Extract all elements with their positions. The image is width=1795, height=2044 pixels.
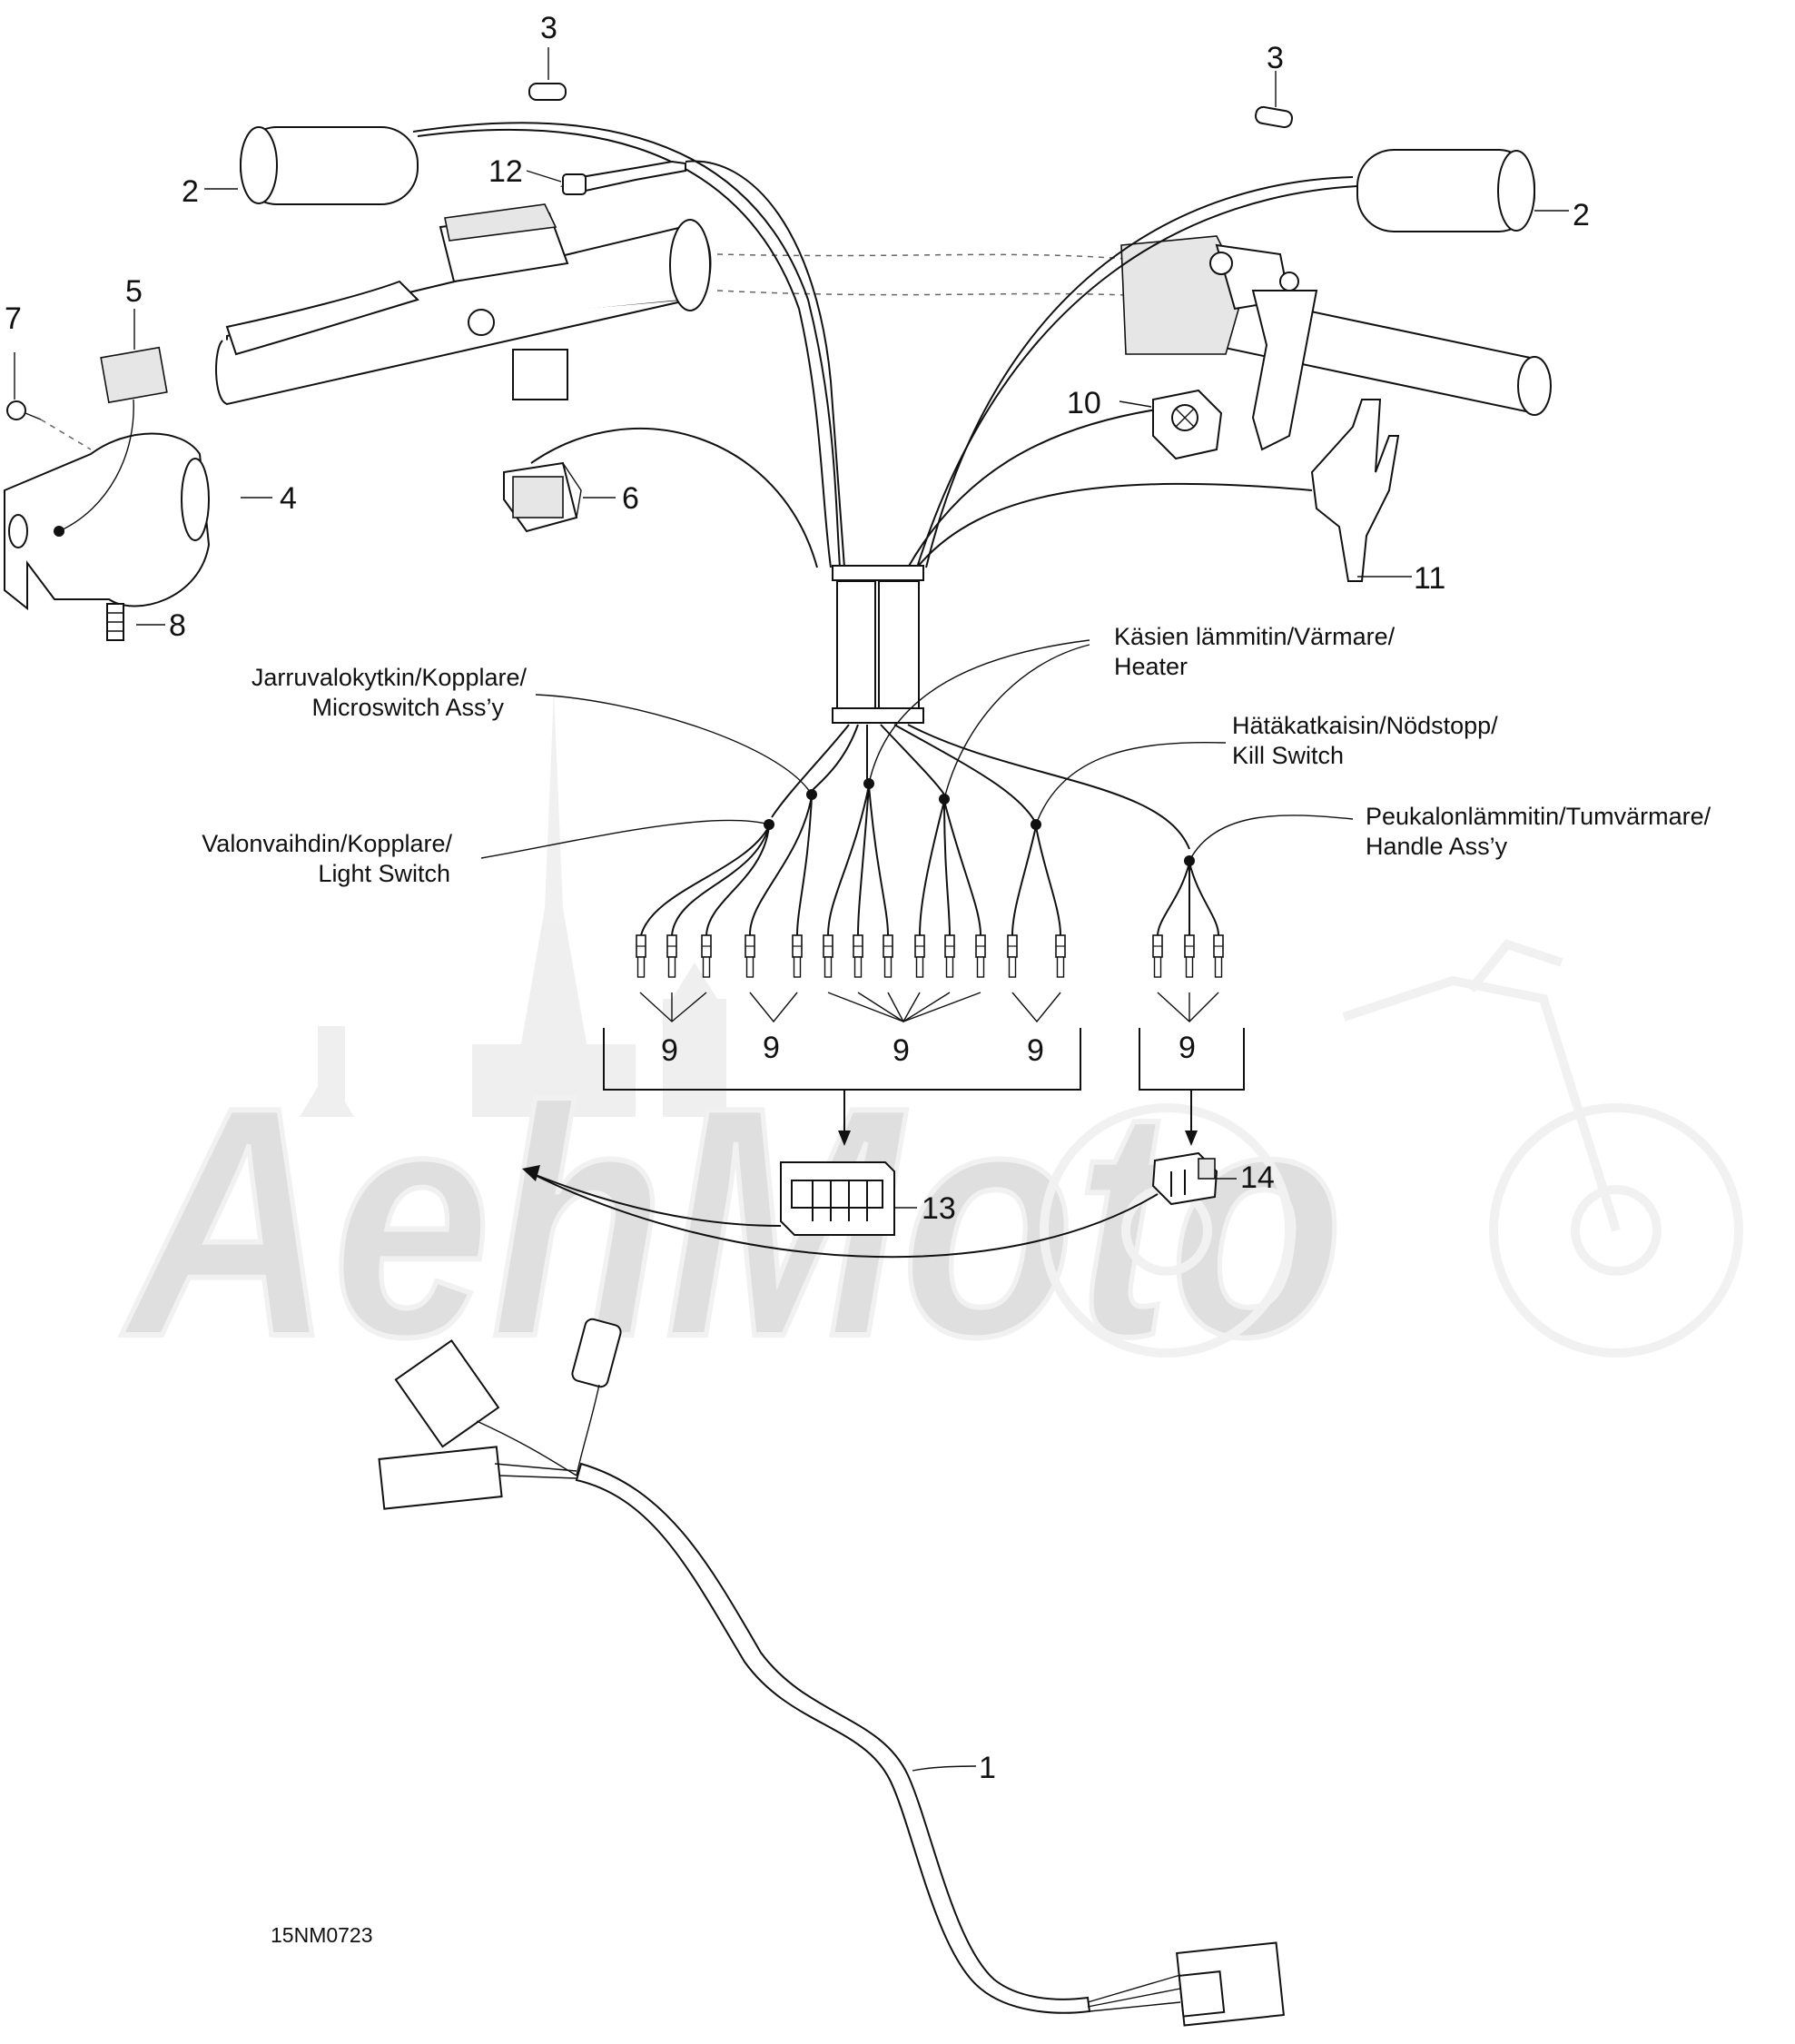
callout-11: 11 [1414, 561, 1445, 596]
part-10-switch [1152, 389, 1223, 460]
terminal-pin [745, 934, 755, 978]
callout-2-right: 2 [1573, 198, 1590, 232]
callout-14: 14 [1240, 1160, 1275, 1195]
terminal-pin [944, 934, 955, 978]
terminal-pin [1152, 934, 1163, 978]
connector-14 [1151, 1151, 1218, 1206]
leader-lines [14, 47, 1569, 1772]
kill-label-line2: Kill Switch [1232, 742, 1344, 769]
thumb-label-line2: Handle Ass’y [1366, 833, 1508, 860]
terminal-pin [914, 934, 925, 978]
part-6-switch [503, 461, 582, 533]
watermark-cityscape [300, 690, 726, 1117]
part-11-lever [1310, 399, 1400, 582]
watermark: AehMoto [115, 690, 1743, 1407]
part-3-right-pin [1255, 105, 1293, 129]
callouts: 3 3 2 12 2 7 5 10 4 6 11 8 9 9 9 9 9 13 … [5, 11, 1590, 1785]
callout-3-right: 3 [1267, 41, 1284, 75]
terminal-pin [883, 934, 893, 978]
callout-13: 13 [922, 1191, 956, 1226]
light-label-line1: Valonvaihdin/Kopplare/ [202, 830, 452, 857]
callout-5: 5 [125, 274, 143, 309]
part-4-housing [4, 432, 211, 611]
part-2-right-grip [1356, 149, 1535, 232]
part-7-screw [6, 400, 92, 450]
group-brackets [603, 992, 1245, 1146]
callout-9-b: 9 [763, 1031, 780, 1065]
callout-9-a: 9 [661, 1033, 678, 1068]
terminal-pin [1007, 934, 1018, 978]
terminal-pin [975, 934, 986, 978]
terminal-pin [701, 934, 712, 978]
light-label-line2: Light Switch [318, 860, 450, 887]
callout-9-e: 9 [1179, 1031, 1196, 1065]
terminal-pins [636, 934, 1224, 978]
callout-4: 4 [280, 481, 297, 516]
callout-12: 12 [488, 154, 523, 189]
part-1-main-harness [378, 1318, 1285, 2027]
terminal-pin [823, 934, 833, 978]
terminal-pin [792, 934, 803, 978]
heater-label-line1: Käsien lämmitin/Värmare/ [1114, 623, 1396, 650]
callout-9-d: 9 [1027, 1033, 1044, 1068]
heater-label-line2: Heater [1114, 653, 1188, 680]
part-5-label-decal [58, 346, 168, 532]
callout-7: 7 [5, 301, 22, 336]
callout-9-c: 9 [893, 1033, 910, 1068]
brake-label-line1: Jarruvalokytkin/Kopplare/ [251, 664, 528, 691]
terminal-pin [666, 934, 677, 978]
part-2-left-grip [240, 126, 419, 205]
callout-10: 10 [1067, 386, 1101, 420]
connector-return-arrows [522, 1165, 1159, 1259]
connector-13 [780, 1161, 895, 1236]
watermark-text: AehMoto [118, 1040, 1344, 1405]
kill-label-line1: Hätäkatkaisin/Nödstopp/ [1232, 712, 1498, 739]
callout-1: 1 [979, 1751, 996, 1785]
handlebar-assembly [215, 203, 1552, 451]
callout-6: 6 [622, 481, 639, 516]
part-8-set-screw [106, 603, 124, 641]
terminal-pin [853, 934, 863, 978]
part-3-left-pin [528, 83, 567, 101]
brake-label-line2: Microswitch Ass’y [311, 694, 504, 721]
harness-bundle [771, 565, 1190, 850]
part-12-sensor [559, 160, 686, 195]
assembly-labels: Käsien lämmitin/Värmare/ Heater Jarruval… [202, 623, 1711, 887]
callout-8: 8 [169, 608, 186, 643]
drawing-code: 15NM0723 [271, 1923, 373, 1947]
terminal-pin [1213, 934, 1224, 978]
thumb-label-line1: Peukalonlämmitin/Tumvärmare/ [1366, 803, 1711, 830]
component-wires [412, 122, 1358, 568]
callout-3-left: 3 [540, 11, 557, 45]
terminal-pin [1055, 934, 1066, 978]
callout-2-left: 2 [182, 174, 199, 209]
terminal-pin [1184, 934, 1195, 978]
terminal-branches [640, 778, 1219, 936]
terminal-pin [636, 934, 646, 978]
